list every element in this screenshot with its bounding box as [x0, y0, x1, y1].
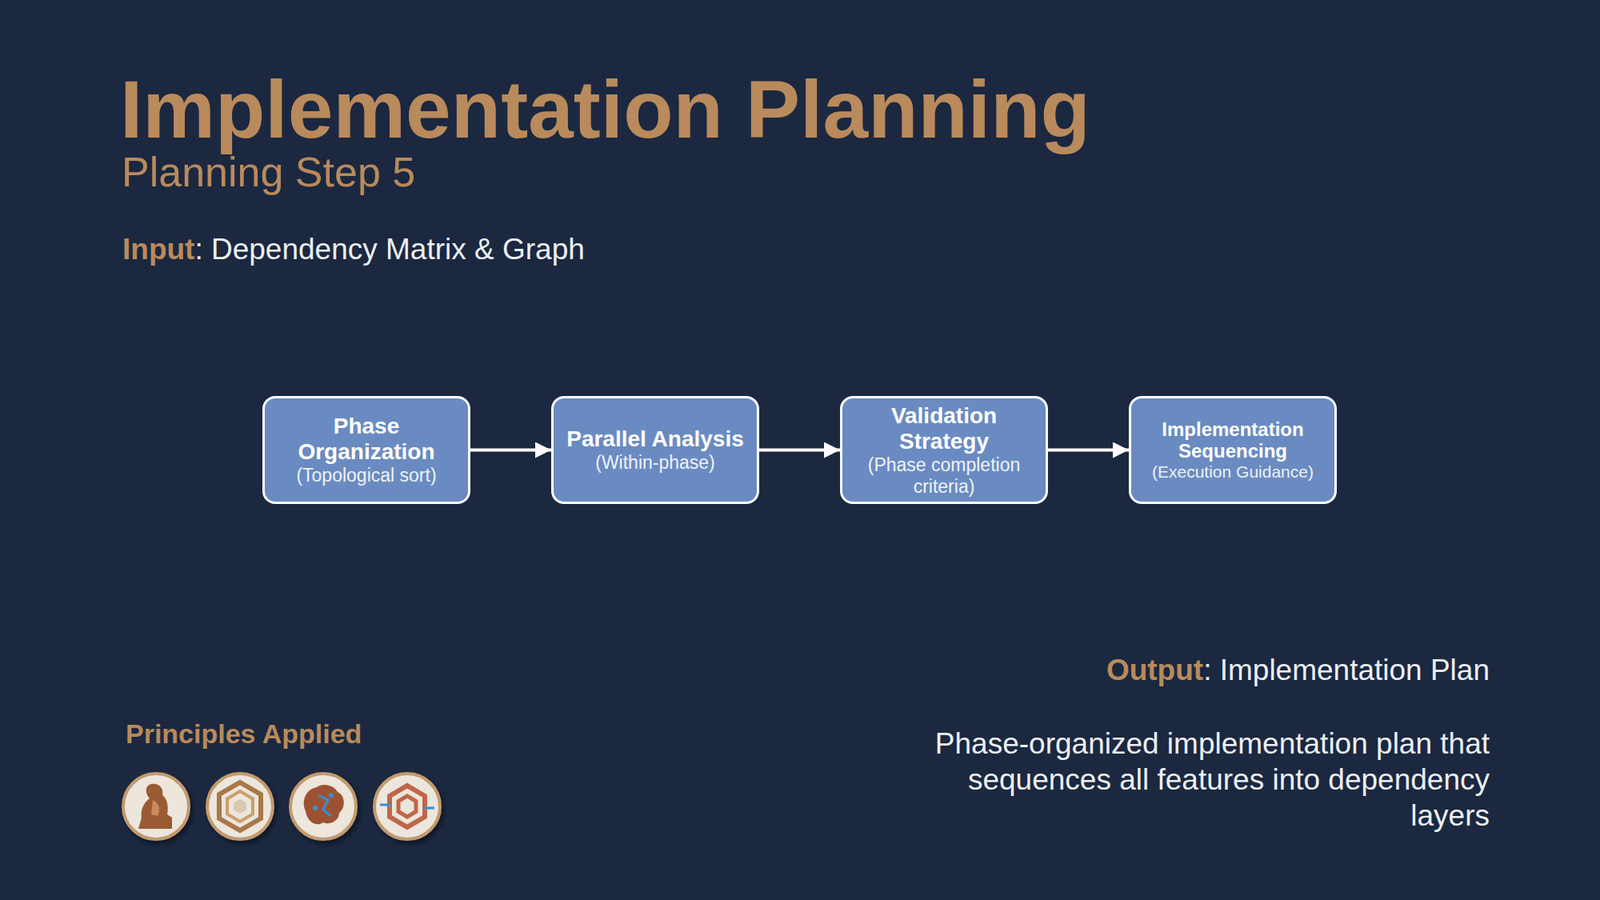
step-detail: (Topological sort)	[296, 464, 436, 486]
process-box: Phase Organization(Topological sort)	[262, 396, 471, 504]
flow-arrow	[470, 448, 552, 452]
brain-icon	[290, 773, 356, 840]
flow-arrow	[1048, 448, 1129, 452]
step-heading: Phase Organization	[271, 413, 462, 465]
output-value: : Implementation Plan	[1203, 653, 1490, 687]
flow-arrow	[759, 448, 840, 452]
thinker-icon	[123, 773, 189, 840]
process-box: Validation Strategy(Phase completion cri…	[840, 396, 1048, 504]
step-heading: Validation Strategy	[848, 403, 1040, 455]
step-detail: (Phase completion criteria)	[848, 454, 1040, 497]
subtitle: Planning Step 5	[121, 151, 416, 193]
slide-title: Implementation Planning	[120, 68, 1091, 151]
process-box: Parallel Analysis(Within-phase)	[551, 396, 760, 504]
input-label: Input	[122, 232, 195, 266]
principles-heading: Principles Applied	[125, 717, 362, 751]
step-detail: (Execution Guidance)	[1152, 462, 1314, 482]
input-value: : Dependency Matrix & Graph	[194, 232, 584, 266]
input-line: Input: Dependency Matrix & Graph	[122, 232, 585, 268]
step-heading: Parallel Analysis	[566, 426, 744, 452]
output-line: Output: Implementation Plan	[1106, 652, 1490, 688]
process-box: Implementation Sequencing(Execution Guid…	[1128, 396, 1337, 504]
output-label: Output	[1106, 653, 1204, 687]
step-heading: Implementation Sequencing	[1137, 418, 1328, 463]
output-description: Phase-organized implementation plan that…	[929, 725, 1490, 834]
step-detail: (Within-phase)	[595, 452, 716, 473]
hexagon-icon	[207, 773, 273, 840]
spiral-hexagon-icon	[374, 773, 440, 840]
